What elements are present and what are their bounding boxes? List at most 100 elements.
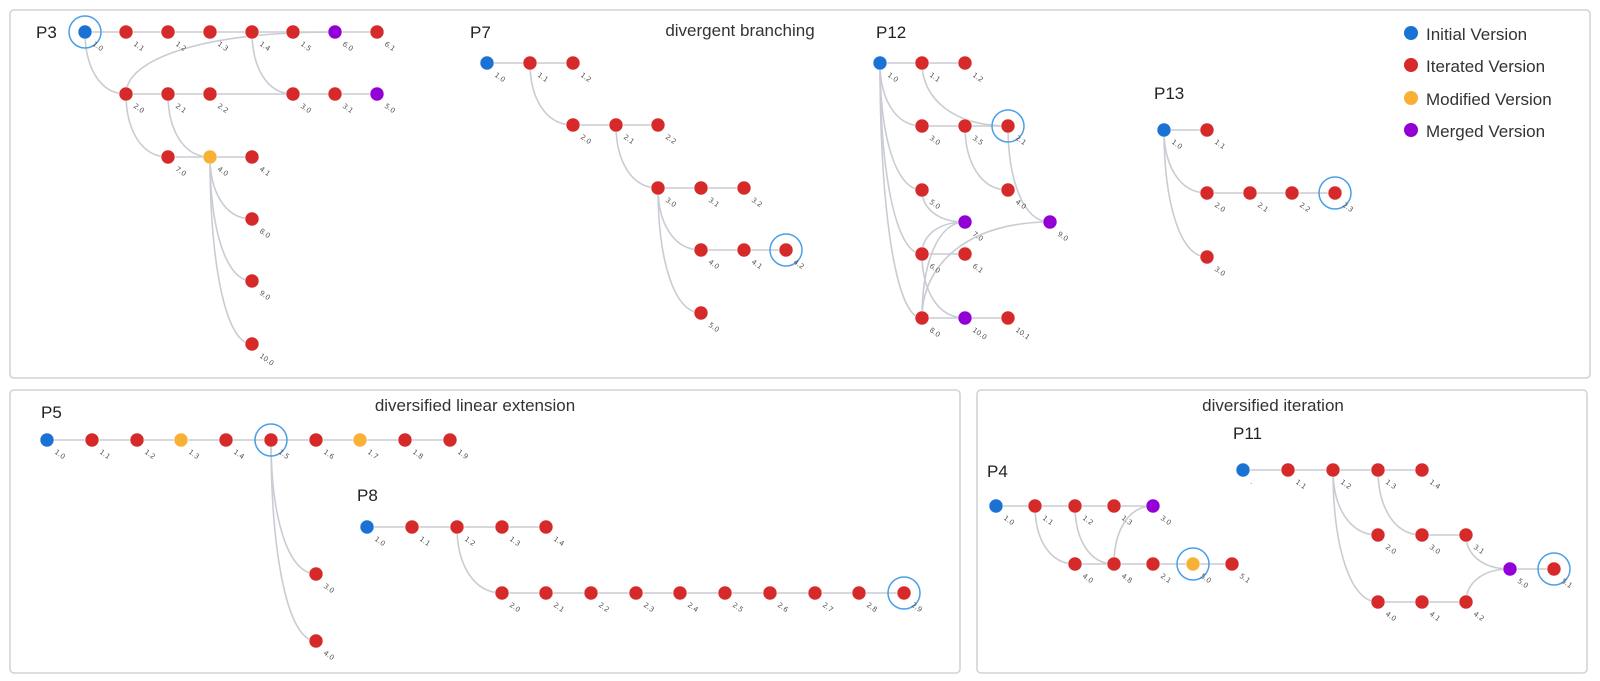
version-dot — [896, 585, 912, 601]
version-dot — [872, 55, 888, 71]
version-node-iterated[interactable]: 1.2 — [160, 24, 188, 53]
version-edge — [167, 93, 211, 158]
version-dot — [1042, 214, 1058, 230]
selected-ring — [887, 576, 921, 610]
version-node-iterated[interactable]: 2.1 — [1145, 556, 1173, 585]
version-dot — [160, 24, 176, 40]
version-node-iterated[interactable]: 3.2 — [736, 180, 764, 209]
version-dot — [397, 432, 413, 448]
version-dot — [1235, 462, 1251, 478]
version-dot — [442, 432, 458, 448]
version-dot — [202, 86, 218, 102]
group-label-p5: P5 — [41, 403, 62, 422]
version-node-initial[interactable]: . — [1235, 462, 1255, 486]
version-edge — [1332, 469, 1379, 603]
version-node-modified[interactable]: 1.7 — [352, 432, 380, 461]
selected-ring — [991, 109, 1025, 143]
version-node-iterated[interactable]: 1.2 — [565, 55, 593, 84]
version-edge — [921, 221, 966, 319]
version-dot — [285, 86, 301, 102]
version-dot — [736, 180, 752, 196]
selected-ring — [1537, 552, 1571, 586]
version-dot — [957, 55, 973, 71]
version-node-iterated[interactable]: 4.8 — [1106, 556, 1134, 585]
bottom-left-panel — [9, 389, 961, 674]
version-dot — [957, 118, 973, 134]
version-dot — [244, 273, 260, 289]
version-dot — [1502, 561, 1518, 577]
group-label-p7: P7 — [470, 23, 491, 42]
version-dot — [244, 336, 260, 352]
version-node-merged[interactable]: 9.0 — [1042, 214, 1070, 243]
version-dot — [1414, 527, 1430, 543]
version-dot — [202, 24, 218, 40]
selected-ring — [254, 423, 288, 457]
version-dot — [807, 585, 823, 601]
version-node-iterated[interactable]: 3.1 — [1458, 527, 1486, 556]
version-edge — [879, 62, 923, 319]
version-dot — [1145, 498, 1161, 514]
version-dot — [1242, 185, 1258, 201]
version-dot — [736, 242, 752, 258]
version-dot — [957, 310, 973, 326]
version-node-iterated[interactable]: 4.2 — [769, 233, 806, 271]
version-dot — [218, 432, 234, 448]
version-edge — [921, 253, 966, 319]
selected-ring — [769, 233, 803, 267]
version-dot — [308, 633, 324, 649]
version-dot — [1370, 527, 1386, 543]
version-dot — [717, 585, 733, 601]
version-node-iterated[interactable]: 2.5 — [717, 585, 745, 614]
version-dot — [39, 432, 55, 448]
edges — [47, 439, 450, 642]
version-dot — [263, 432, 279, 448]
selected-ring — [68, 15, 102, 49]
edges — [367, 526, 904, 594]
version-dot — [118, 86, 134, 102]
version-node-iterated[interactable]: 1.1 — [1280, 462, 1308, 491]
version-dot — [1280, 462, 1296, 478]
version-dot — [583, 585, 599, 601]
version-dot — [1000, 182, 1016, 198]
edges — [1243, 469, 1554, 603]
version-node-iterated[interactable]: 5.1 — [1537, 552, 1574, 590]
version-dot — [778, 242, 794, 258]
group-label-p8: P8 — [357, 486, 378, 505]
version-dot — [608, 117, 624, 133]
version-edge — [657, 187, 702, 314]
version-dot — [693, 180, 709, 196]
group-label-p11: P11 — [1233, 424, 1262, 443]
legend-label-initial: Initial Version — [1426, 25, 1527, 44]
version-dot — [359, 519, 375, 535]
version-node-iterated[interactable]: 3.0 — [650, 180, 678, 209]
version-edge — [251, 31, 294, 95]
version-dot — [308, 566, 324, 582]
version-dot — [1370, 462, 1386, 478]
version-node-iterated[interactable]: 4.1 — [244, 149, 272, 178]
version-dot — [1546, 561, 1562, 577]
version-dot — [1199, 185, 1215, 201]
version-edge — [125, 93, 169, 158]
version-edge — [1377, 469, 1423, 536]
version-dot — [173, 432, 189, 448]
version-node-iterated[interactable]: 2.1 — [991, 109, 1028, 147]
version-dot — [1106, 556, 1122, 572]
version-dot — [1000, 118, 1016, 134]
version-dot — [914, 55, 930, 71]
version-dot — [352, 432, 368, 448]
version-dot — [1027, 498, 1043, 514]
group-label-p4: P4 — [987, 462, 1008, 481]
legend-swatch-modified — [1404, 91, 1418, 105]
version-dot — [1414, 594, 1430, 610]
version-dot — [1370, 594, 1386, 610]
version-node-iterated[interactable]: 1.1 — [1199, 122, 1227, 151]
version-dot — [160, 149, 176, 165]
version-dot — [1000, 310, 1016, 326]
version-edge — [209, 156, 253, 345]
version-node-iterated[interactable]: 1.3 — [1106, 498, 1134, 527]
version-dot — [1199, 122, 1215, 138]
